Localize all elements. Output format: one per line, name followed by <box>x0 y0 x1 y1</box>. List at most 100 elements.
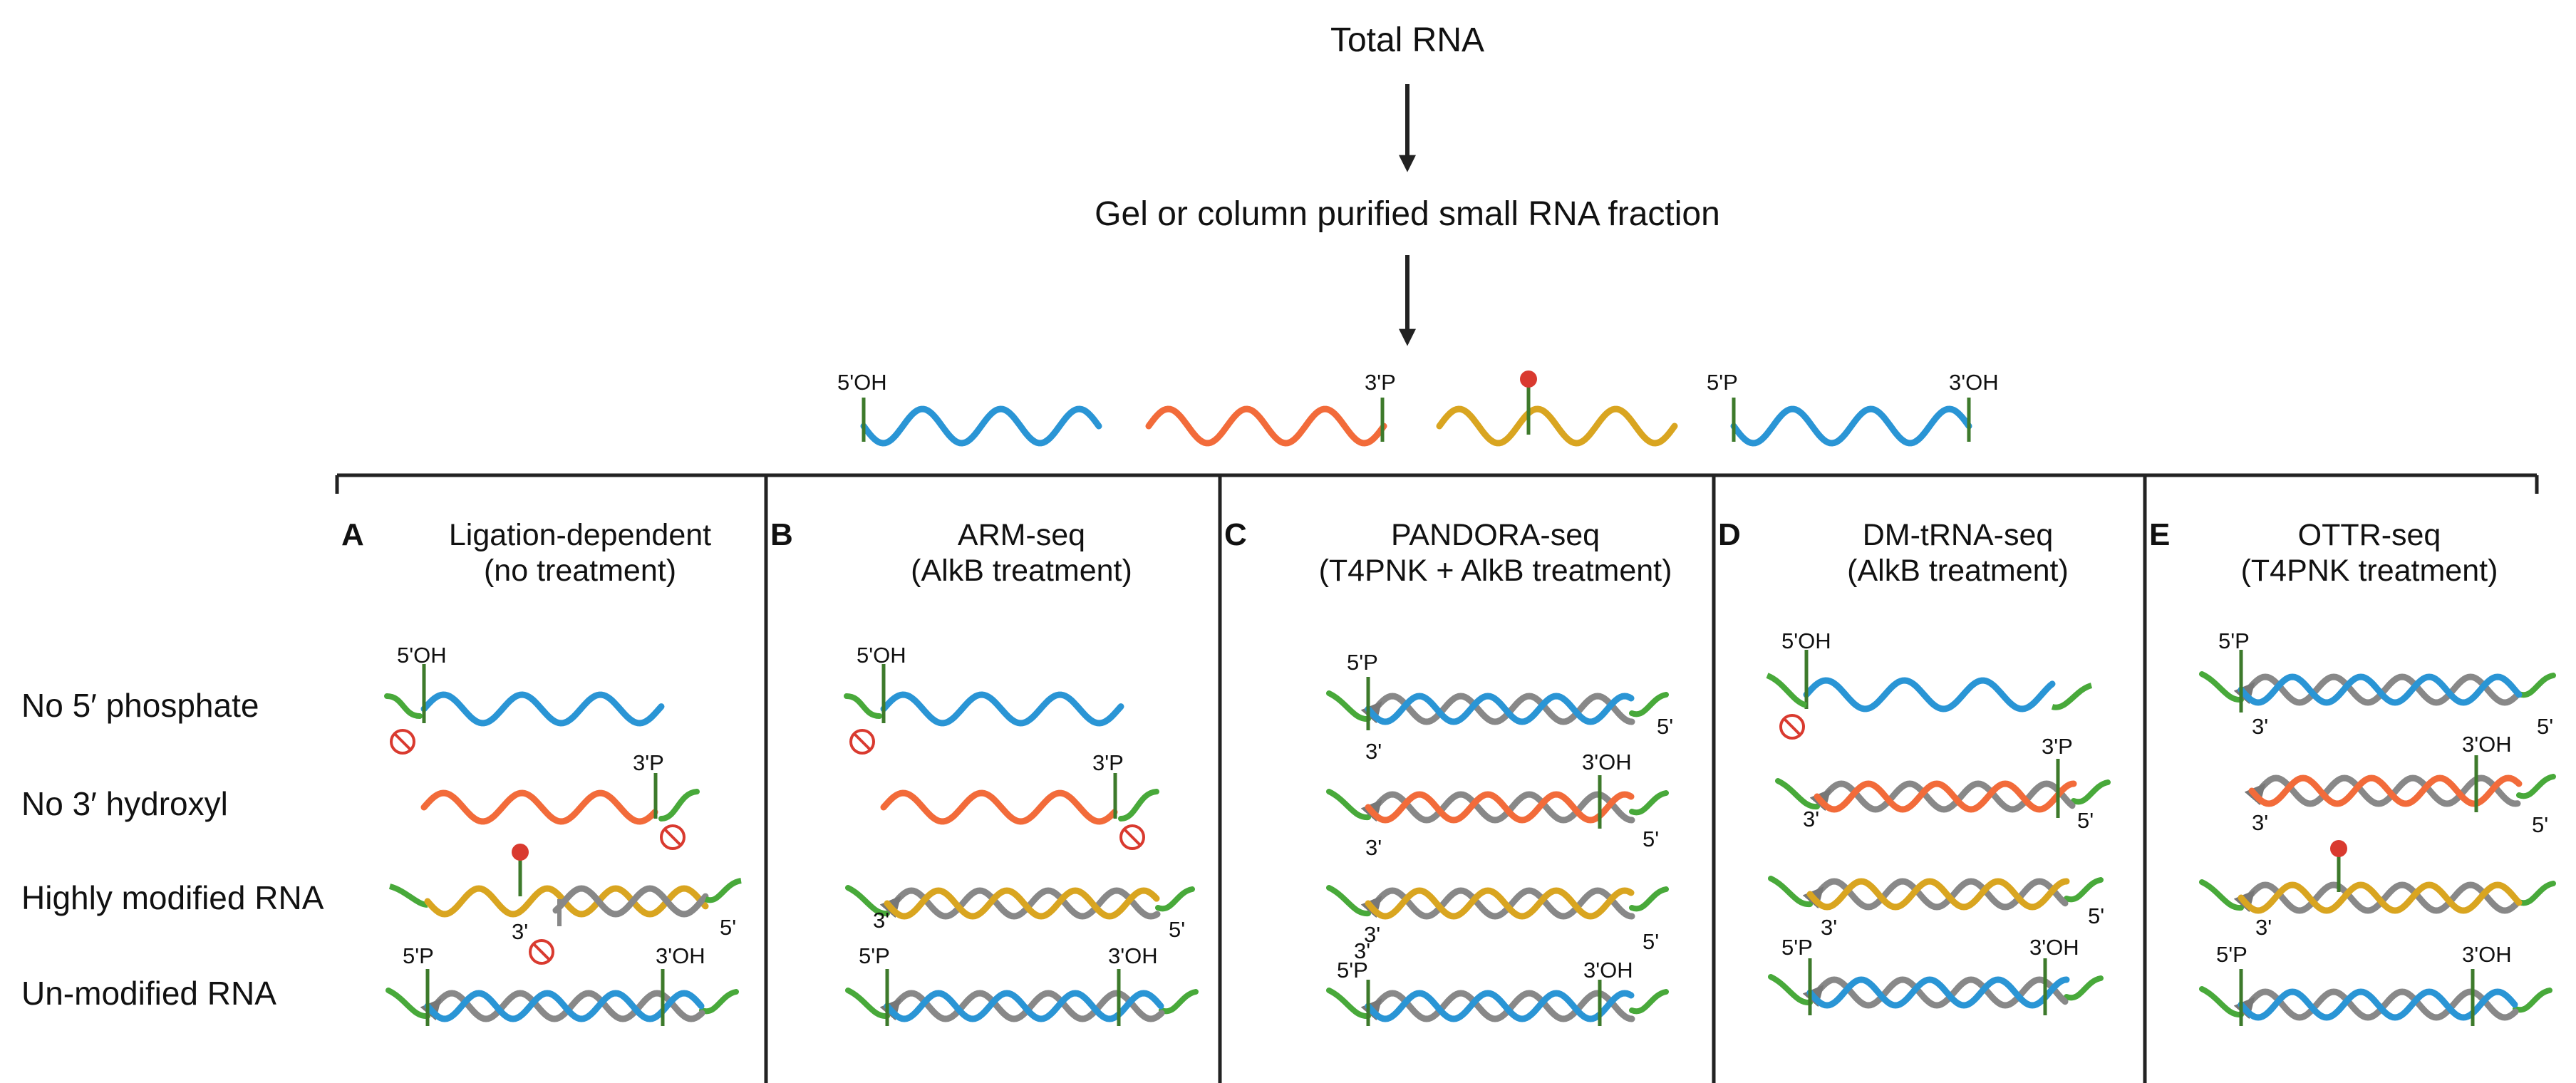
panel-title-a: Ligation-dependent <box>449 518 711 552</box>
block-slash <box>393 732 412 751</box>
panel-letter-d: D <box>1718 517 1741 552</box>
cdna-strand <box>552 885 709 918</box>
adapter-5 <box>1766 673 1808 708</box>
label-3p: 3'P <box>1092 750 1124 775</box>
no-5p-unligated: 5'OH <box>1766 628 2093 740</box>
label-3oh: 3'OH <box>2462 732 2512 757</box>
panel-subtitle-e: (T4PNK treatment) <box>2241 554 2498 588</box>
cdna-strand <box>1360 887 1635 920</box>
legend-wave-mod <box>1436 405 1678 447</box>
rna-strand <box>884 990 1164 1022</box>
adapter-5 <box>2199 671 2244 703</box>
rna-strand <box>1814 780 2077 813</box>
ligation-block-icon <box>1779 714 1805 740</box>
adapter-5 <box>844 693 882 719</box>
block-circle <box>660 824 686 850</box>
label-5p: 5'P <box>403 943 434 968</box>
block-circle <box>529 939 554 965</box>
rna-strand <box>2238 881 2523 914</box>
modified-blocked-duplex: 3'5' <box>388 844 743 965</box>
rna-strand <box>1365 887 1635 920</box>
label-3: 3' <box>1354 938 1370 963</box>
cdna-strand <box>1802 878 2069 911</box>
rna-5oh-strand <box>420 691 665 727</box>
block-slash <box>1123 828 1142 846</box>
adapter-3 <box>1629 692 1669 717</box>
panel-subtitle-b: (AlkB treatment) <box>911 554 1132 588</box>
block-slash <box>853 732 871 751</box>
no-5p-duplex: 5'P3'5' <box>1326 650 1673 764</box>
flow-middle-text: Gel or column purified small RNA fractio… <box>1095 195 1720 233</box>
rna-strand <box>2238 988 2518 1021</box>
modification-icon <box>2330 840 2347 892</box>
label-3p: 3'P <box>2042 734 2073 759</box>
panel-title-c: PANDORA-seq <box>1391 518 1600 552</box>
label-3oh: 3'OH <box>2462 942 2512 967</box>
panel-frame <box>335 473 2539 1083</box>
adapter-5 <box>845 988 890 1020</box>
adapter-3 <box>2064 877 2104 903</box>
legend-wave-unmod <box>1730 405 1972 447</box>
cdna-strand <box>1802 976 2069 1009</box>
label-3oh: 3'OH <box>1582 750 1632 774</box>
panel-subtitle-c: (T4PNK + AlkB treatment) <box>1319 554 1672 588</box>
adapter-3 <box>1629 989 1669 1015</box>
block-circle <box>1119 824 1145 850</box>
label-3: 3' <box>1821 915 1837 940</box>
no-5p-duplex: 5'P 3' 5' <box>2199 628 2556 739</box>
label-5: 5' <box>2537 714 2553 739</box>
row-label-modified: Highly modified RNA <box>21 879 324 916</box>
adapter-5 <box>386 988 430 1020</box>
row-label-unmodified: Un-modified RNA <box>21 975 276 1012</box>
adapter-5 <box>1326 789 1371 821</box>
rna-strand <box>1806 878 2070 911</box>
block-circle <box>390 729 415 755</box>
rna-strand <box>884 887 1160 920</box>
panel-title-b: ARM-seq <box>958 518 1085 552</box>
adapter-3 <box>704 878 743 903</box>
no-3oh-duplex: 3'OH3'5' <box>2244 732 2556 837</box>
adapter-5 <box>2199 986 2244 1018</box>
adapter-3 <box>2064 975 2104 1001</box>
label-3: 3' <box>2252 714 2268 739</box>
row-labels: No 5′ phosphate No 3′ hydroxyl Highly mo… <box>21 687 324 1012</box>
panel-subtitle-a: (no treatment) <box>484 554 676 588</box>
rna-strand <box>1806 976 2070 1009</box>
label-5p: 5'P <box>1781 935 1813 960</box>
legend-label-5oh: 5'OH <box>837 370 887 395</box>
label-3: 3' <box>1803 807 1819 831</box>
panel-subtitle-d: (AlkB treatment) <box>1847 554 2069 588</box>
adapter-3 <box>1118 789 1159 822</box>
rna-strand <box>1365 693 1635 725</box>
adapter-3 <box>658 789 700 822</box>
ligation-block-icon <box>390 729 415 755</box>
block-circle <box>849 729 875 755</box>
cdna-strand <box>1360 990 1635 1022</box>
label-5oh: 5'OH <box>857 643 906 668</box>
adapter-5 <box>1768 974 1813 1006</box>
panel-title-e: OTTR-seq <box>2298 518 2441 552</box>
rna-strand <box>1365 791 1635 824</box>
rna-5oh-strand <box>1803 677 2056 712</box>
modification-dot <box>2330 840 2347 857</box>
label-5: 5' <box>1643 929 1659 954</box>
adapter-3 <box>2513 988 2552 1013</box>
no-3oh-duplex: 3'P3'5' <box>1775 734 2111 833</box>
label-5p: 5'P <box>1337 958 1368 983</box>
rna-strand <box>2238 673 2523 706</box>
panel-letter-c: C <box>1224 517 1247 552</box>
adapter-5 <box>1326 988 1371 1020</box>
modification-icon <box>512 844 529 896</box>
ligation-block-icon <box>660 824 686 850</box>
cdna-strand <box>1809 780 2076 813</box>
label-5p: 5'P <box>2218 628 2250 653</box>
adapter-3 <box>2051 683 2093 710</box>
rna-5oh-strand <box>880 691 1124 727</box>
panel-letter-b: B <box>770 517 793 552</box>
label-5: 5' <box>2088 903 2104 928</box>
